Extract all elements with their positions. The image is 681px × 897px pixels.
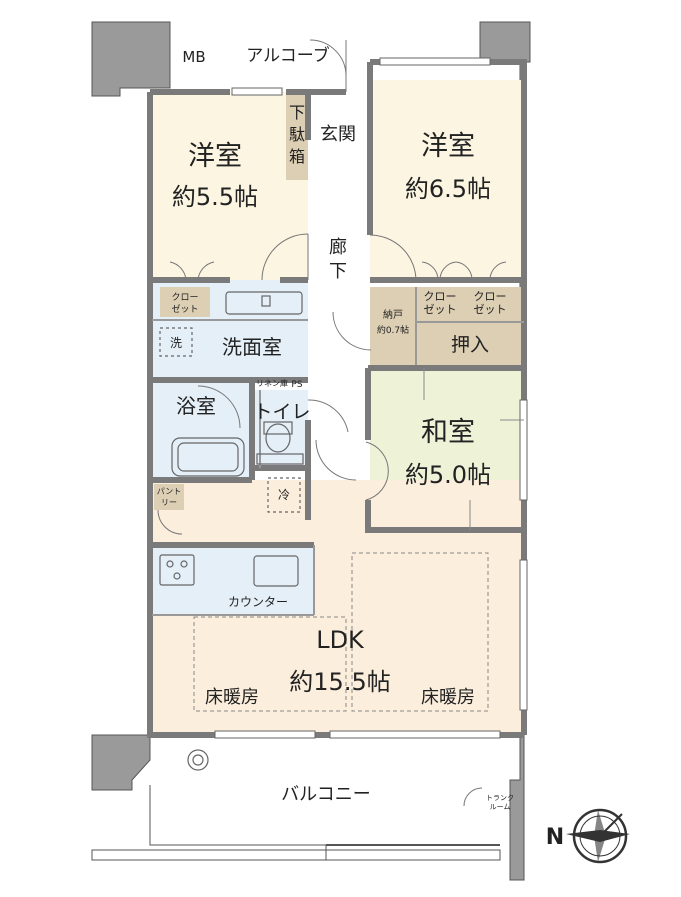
east-room-name: 洋室 [421,131,475,162]
entrance-label: 玄関 [320,124,356,145]
west-room-size: 約5.5帖 [172,183,258,211]
counter-label: カウンター [228,595,288,609]
storage-name: 納戸 [383,308,403,321]
linen-label: リネン庫 [256,378,288,388]
compass-icon [566,808,630,864]
trunk-room-label-2: ルーム [490,803,511,811]
ldk-size: 約15.5帖 [289,668,390,696]
floor-heating [193,552,489,712]
tatami-lines [423,368,524,530]
closet-b-label-2: ゼット [474,303,507,316]
balcony-label: バルコニー [281,784,371,805]
windows [214,57,528,739]
bath-label: 浴室 [176,394,216,418]
east-room-size: 約6.5帖 [405,175,491,203]
closet-small-label-2: ゼット [171,303,198,315]
fridge-label: 冷 [278,488,290,502]
shoe-box-label-2: 駄 [289,125,305,144]
fixtures [159,291,304,771]
ps-label: PS [291,380,302,390]
oshiire-label: 押入 [451,334,489,356]
compass-north-label: N [546,825,564,850]
hallway-label-1: 廊 [329,237,347,258]
closet-b-label-1: クロー [474,290,507,303]
toilet-label: トイレ [253,401,310,423]
closet-small-label-1: クロー [171,292,198,303]
west-room-name: 洋室 [188,141,242,172]
shoe-box-label-1: 下 [289,103,305,122]
floor-heat-left-label: 床暖房 [205,687,259,708]
shoe-box-label-3: 箱 [289,147,305,166]
closet-a-label-1: クロー [424,290,457,303]
doors [157,39,507,807]
floor-heat-right-label: 床暖房 [421,687,475,708]
thin-walls [152,287,524,616]
room-fills [152,80,524,735]
japanese-room-name: 和室 [421,417,475,448]
alcove-label: アルコーブ [246,45,329,66]
storage-size: 約0.7帖 [377,324,409,336]
labels: MB アルコーブ 下 駄 箱 玄関 洋室 約5.5帖 洋室 約6.5帖 廊 下 … [157,45,514,811]
trunk-room-label-1: トランク [486,794,514,802]
pantry-label-2: リー [161,498,177,507]
japanese-room-size: 約5.0帖 [405,461,491,489]
mb-label: MB [182,48,205,66]
ldk-name: LDK [316,626,365,654]
washroom-label: 洗面室 [222,335,282,359]
closet-a-label-2: ゼット [424,303,457,316]
washer-label: 洗 [170,336,182,350]
hallway-label-2: 下 [329,261,347,282]
pantry-label-1: パント [157,487,181,496]
